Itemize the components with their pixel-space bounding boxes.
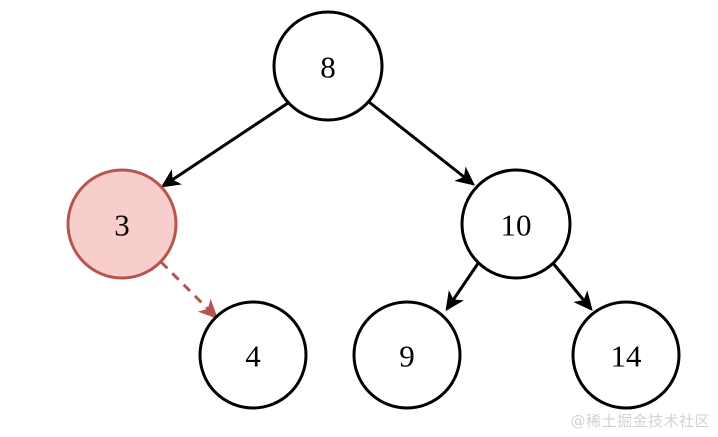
edge-8-to-10: [368, 100, 476, 186]
node-14-circle[interactable]: [571, 300, 681, 410]
node-8[interactable]: 8: [272, 10, 384, 122]
node-14-label: 14: [611, 339, 643, 374]
edge-10-to-14: [550, 261, 593, 312]
node-4-label: 4: [245, 339, 261, 374]
watermark-text: @稀土掘金技术社区: [570, 412, 710, 430]
node-3-circle[interactable]: [66, 168, 178, 280]
node-4[interactable]: 4: [198, 300, 308, 410]
node-10-circle[interactable]: [460, 168, 572, 280]
node-4-circle[interactable]: [198, 300, 308, 410]
node-3-highlighted[interactable]: 3: [66, 168, 178, 280]
node-9-circle[interactable]: [352, 300, 462, 410]
edge-8-to-3: [160, 101, 289, 188]
node-9-label: 9: [399, 339, 415, 374]
node-3-label: 3: [114, 208, 130, 243]
node-10[interactable]: 10: [460, 168, 572, 280]
node-8-circle[interactable]: [272, 10, 384, 122]
node-14[interactable]: 14: [571, 300, 681, 410]
edge-3-to-4-dashed: [159, 260, 218, 319]
node-9[interactable]: 9: [352, 300, 462, 410]
node-10-label: 10: [501, 208, 532, 243]
edges-group: [159, 100, 593, 319]
node-8-label: 8: [320, 50, 336, 85]
edge-10-to-9: [445, 261, 481, 312]
